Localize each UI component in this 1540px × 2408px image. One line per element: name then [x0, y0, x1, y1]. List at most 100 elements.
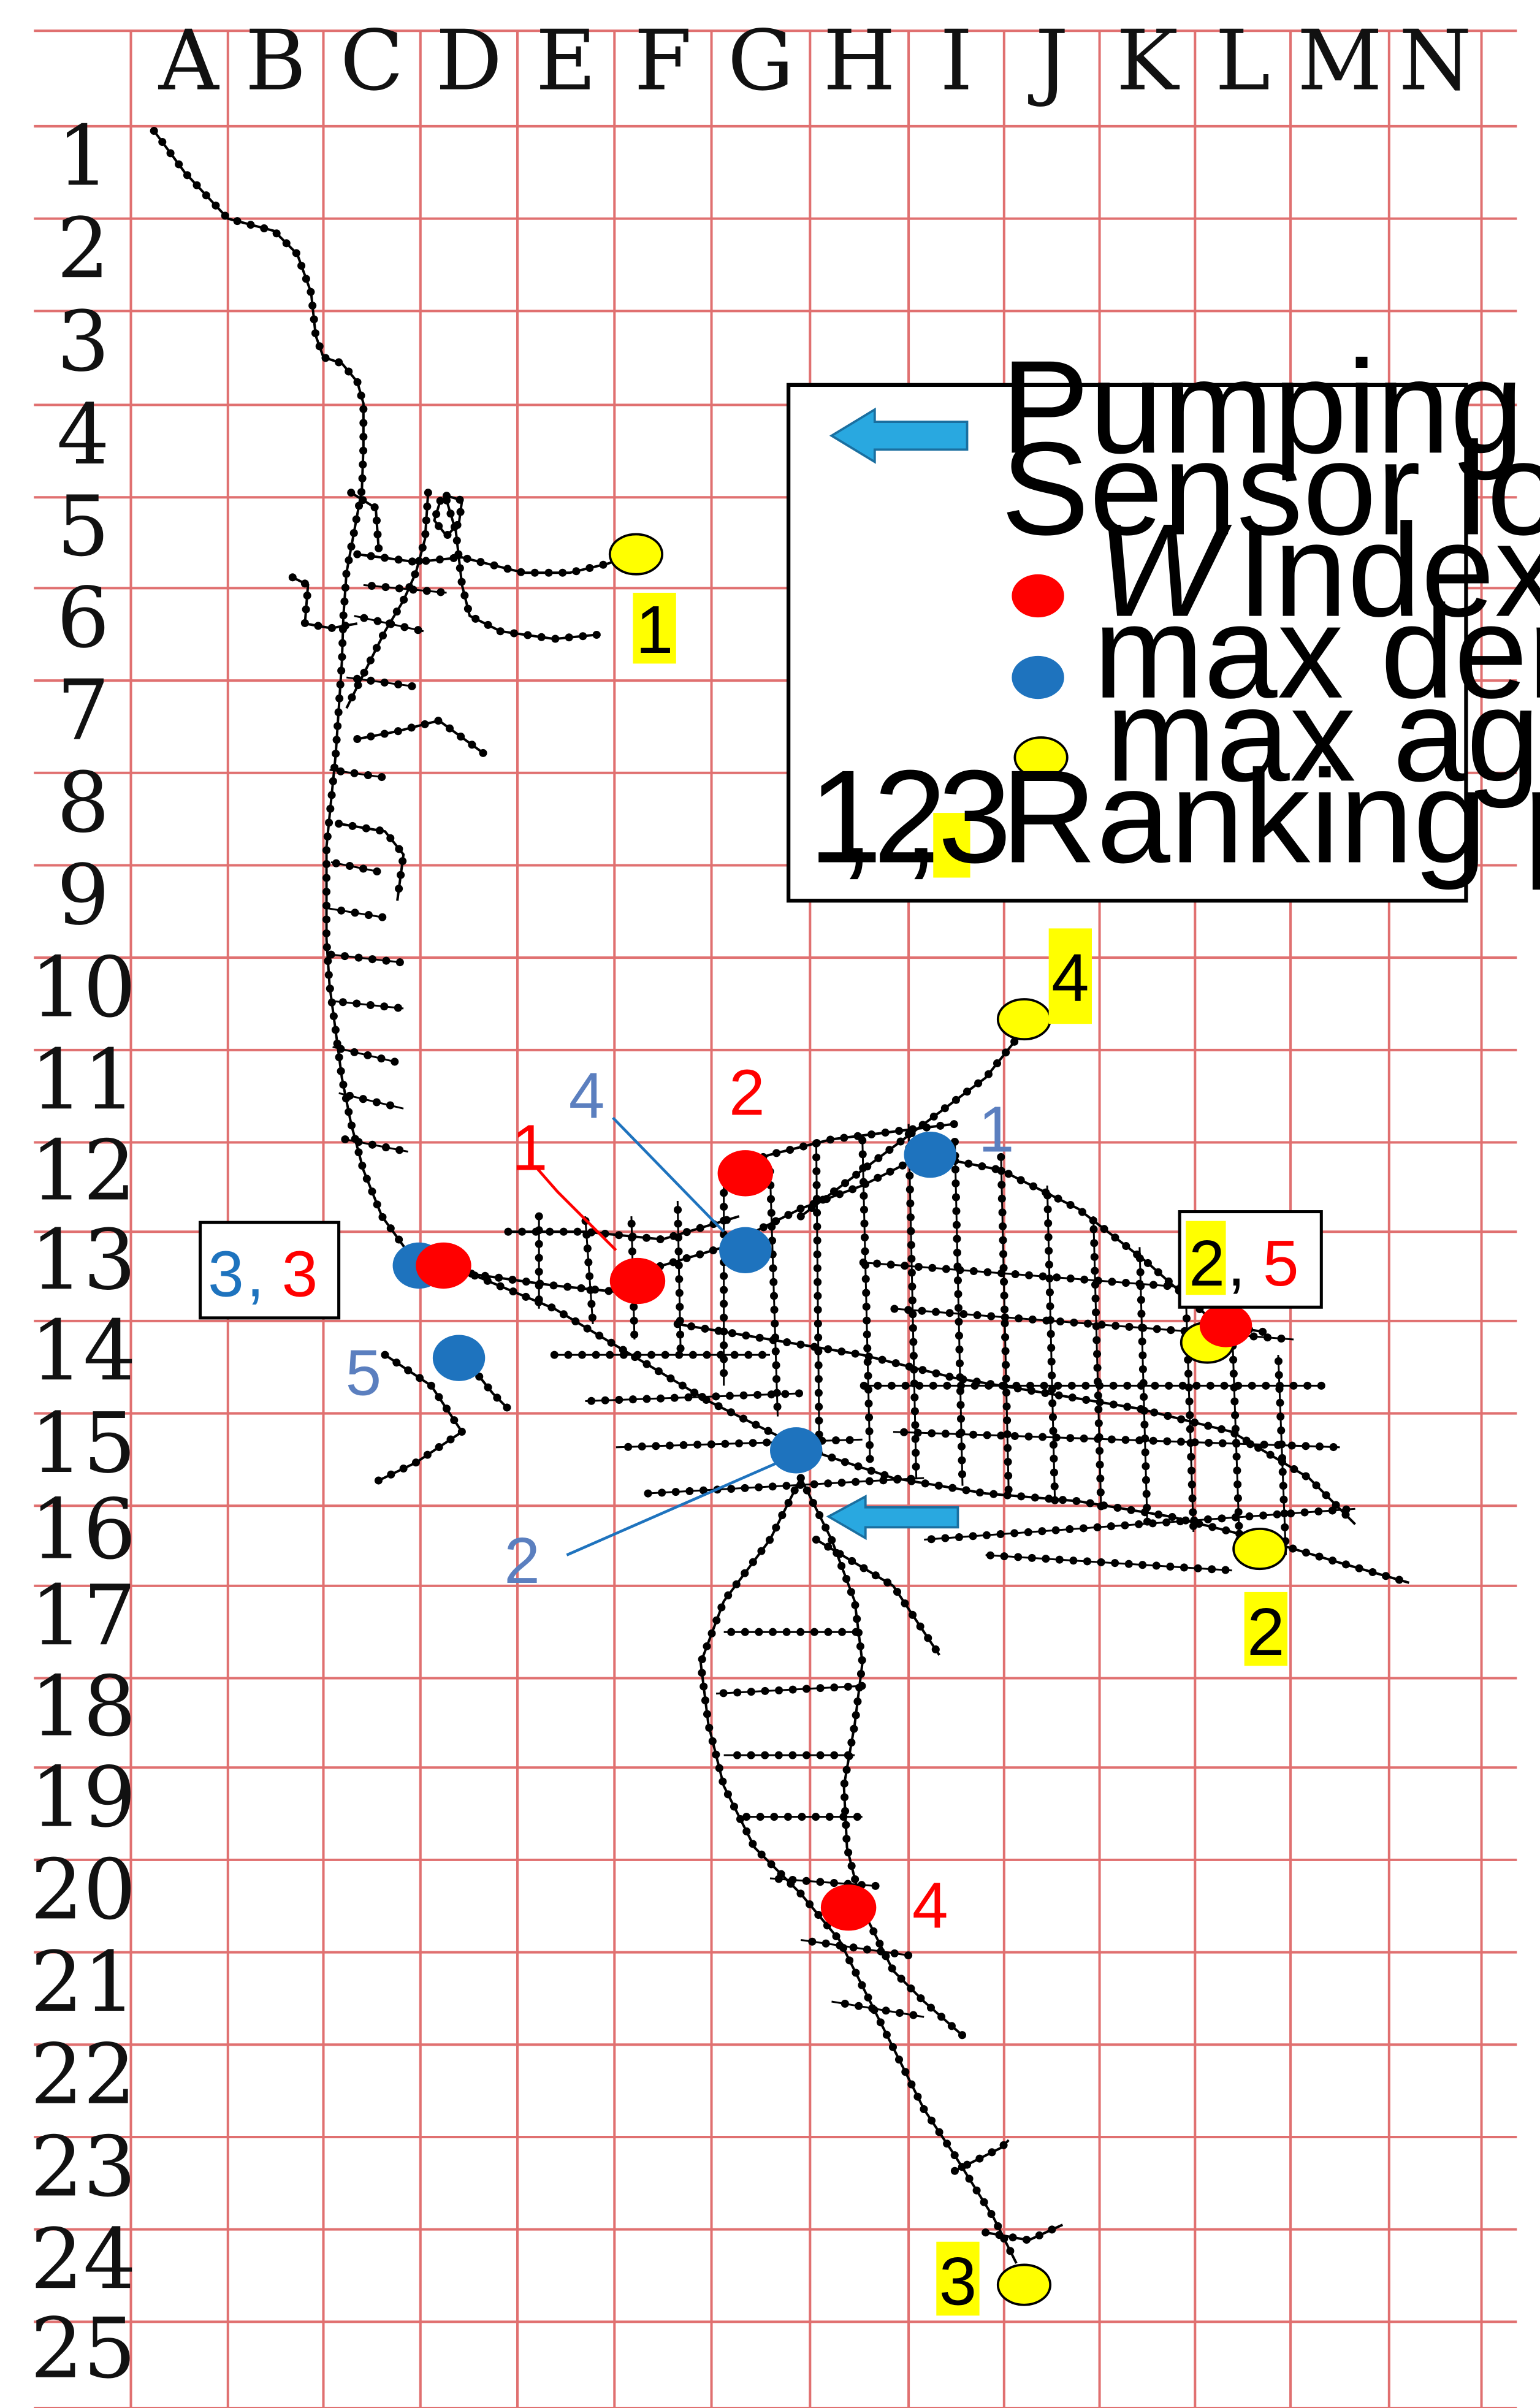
pipe-node — [996, 1530, 1005, 1538]
pipe-node — [1153, 1325, 1161, 1333]
pipe-node — [696, 1250, 704, 1259]
pipe-node — [1096, 1474, 1105, 1483]
pipe-node — [972, 2186, 981, 2195]
max-demand-sensor-1 — [904, 1131, 956, 1178]
pipe-node — [627, 1219, 636, 1228]
pipe-node — [423, 1450, 432, 1459]
pipe-node — [1094, 1419, 1103, 1428]
pipe-node — [950, 2166, 959, 2175]
pipe-node — [1029, 1182, 1038, 1191]
pipe-node — [840, 1779, 848, 1788]
pipe-node — [395, 845, 403, 853]
pipe-node — [579, 632, 587, 641]
pipe-node — [822, 1195, 831, 1203]
pipe-node — [828, 1536, 836, 1544]
legend-pumping-arrow-icon — [829, 407, 969, 464]
pipe-node — [782, 1482, 791, 1490]
pipe-node — [1203, 1515, 1212, 1523]
pipe-node — [918, 1366, 927, 1374]
pipe-node — [871, 1881, 880, 1890]
pipe-node — [324, 957, 332, 966]
pipe-node — [1094, 1405, 1103, 1414]
pipe-node — [1042, 1555, 1050, 1563]
pipe-node — [858, 1150, 867, 1159]
pipe-node — [698, 1393, 707, 1401]
pipe-node — [345, 556, 353, 565]
pipe-node — [322, 929, 331, 938]
pipe-node — [1137, 1381, 1145, 1390]
pipe-node — [329, 777, 337, 785]
pipe-node — [583, 1244, 592, 1253]
pipe-node — [941, 1534, 950, 1542]
pipe-node — [508, 1276, 517, 1284]
age-label-3: 3 — [939, 2244, 977, 2320]
pipe-node — [921, 1479, 929, 1488]
pipe-node — [956, 1373, 964, 1382]
pipe-node — [347, 543, 356, 551]
pipe-node — [564, 1351, 573, 1359]
row-header: 4 — [56, 386, 109, 483]
pipe-node — [927, 1535, 936, 1544]
pipe-node — [347, 1121, 356, 1130]
pipe-node — [842, 1834, 851, 1843]
pipe-node — [1008, 2233, 1017, 2242]
callout-line-d2 — [566, 1461, 779, 1556]
pipe-node — [1080, 1275, 1089, 1284]
pipe-node — [756, 1813, 764, 1821]
pipe-node — [927, 2116, 936, 2125]
pipe-node — [953, 1248, 961, 1257]
pipe-node — [904, 1130, 913, 1138]
pipe-node — [812, 1195, 821, 1203]
pipe-node — [1066, 1200, 1075, 1210]
pipe-node — [1141, 1448, 1149, 1457]
pipe-node — [452, 536, 461, 545]
pipe-node — [1191, 1438, 1199, 1447]
branch-pipe — [815, 1538, 940, 1656]
pipe-node — [1083, 1557, 1092, 1566]
pipe-node — [1262, 1381, 1270, 1390]
pipe-node — [824, 1479, 833, 1488]
pipe-node — [1140, 1406, 1148, 1415]
pipe-node — [1072, 1496, 1081, 1506]
pipe-node — [535, 1226, 543, 1235]
pipe-node — [861, 1247, 869, 1255]
pipe-node — [398, 857, 407, 866]
pipe-node — [476, 558, 485, 566]
pipe-node — [1096, 1381, 1104, 1390]
pipe-node — [952, 1207, 961, 1216]
pipe-node — [354, 1148, 363, 1157]
pipe-node — [395, 958, 404, 967]
pipe-node — [1189, 1508, 1197, 1517]
pipe-node — [863, 1344, 872, 1352]
w-label-4: 4 — [912, 1870, 948, 1941]
pipe-node — [372, 644, 381, 652]
pipe-node — [830, 1683, 839, 1692]
pipe-node — [1315, 1552, 1324, 1561]
pipe-node — [404, 1366, 413, 1374]
pipe-node — [1090, 1239, 1099, 1248]
pipe-node — [955, 1345, 964, 1354]
pipe-node — [814, 1306, 822, 1314]
pipe-node — [1274, 1357, 1283, 1365]
pipe-node — [1187, 1452, 1195, 1461]
pipe-node — [407, 723, 416, 732]
pipe-node — [551, 634, 560, 643]
pipe-node — [484, 620, 492, 629]
pipe-node — [767, 1860, 776, 1869]
pipe-node — [788, 1876, 797, 1884]
pipe-node — [747, 1751, 755, 1759]
pipe-node — [896, 1137, 905, 1146]
legend-max-demand: max demand — [1094, 577, 1540, 726]
pipe-node — [675, 1275, 684, 1284]
pipe-node — [535, 1267, 543, 1276]
pipe-node — [192, 181, 201, 189]
pipe-node — [1245, 1512, 1254, 1521]
w-index-sensor-1 — [609, 1257, 666, 1305]
pipe-node — [882, 1952, 890, 1960]
pipe-node — [1094, 1391, 1102, 1400]
pipe-node — [747, 1688, 755, 1696]
pipe-node — [963, 1088, 972, 1096]
pipe-node — [707, 1629, 716, 1637]
row-header: 24 — [30, 2211, 136, 2307]
pipe-node — [380, 678, 389, 687]
